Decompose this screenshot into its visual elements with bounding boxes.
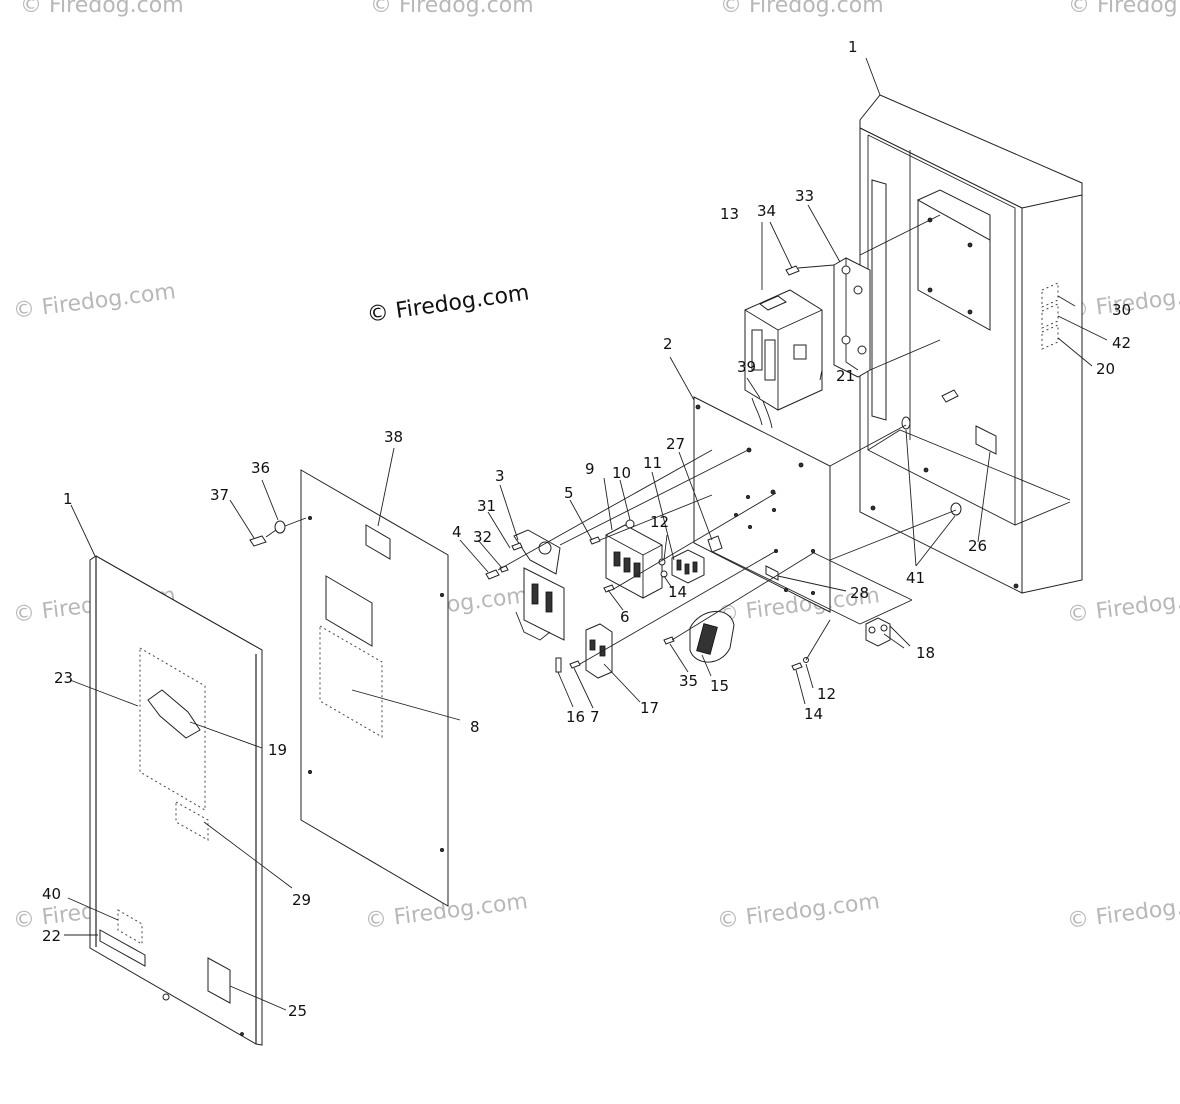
callout-2: 2 bbox=[663, 335, 673, 353]
label-22-plate bbox=[99, 929, 146, 967]
label-42-outline bbox=[1041, 303, 1059, 329]
callout-6: 6 bbox=[620, 608, 630, 626]
lug-assembly-18 bbox=[791, 617, 891, 671]
watermark-main: © Firedog.com bbox=[365, 280, 531, 328]
callout-33: 33 bbox=[795, 187, 814, 205]
controller-board-9 bbox=[589, 519, 663, 599]
screw-35 bbox=[663, 636, 675, 645]
callout-31: 31 bbox=[477, 497, 496, 515]
callout-18: 18 bbox=[916, 644, 935, 662]
watermark-text: © Firedog.com bbox=[716, 889, 881, 934]
terminal-block-11 bbox=[658, 535, 723, 584]
label-30-outline bbox=[1041, 282, 1059, 308]
callout-14-bottom: 14 bbox=[804, 705, 823, 723]
callout-25: 25 bbox=[288, 1002, 307, 1020]
callout-9: 9 bbox=[585, 460, 595, 478]
screw-4 bbox=[485, 569, 500, 580]
door-cutout-outline bbox=[139, 647, 206, 811]
callout-14-top: 14 bbox=[668, 583, 687, 601]
screw-31 bbox=[511, 542, 523, 551]
enclosure-box bbox=[859, 94, 1083, 594]
callout-28: 28 bbox=[850, 584, 869, 602]
callout-1-door: 1 bbox=[63, 490, 73, 508]
callout-12-bottom: 12 bbox=[817, 685, 836, 703]
screw-14 bbox=[791, 662, 803, 671]
callout-19: 19 bbox=[268, 741, 287, 759]
label-26-plate bbox=[975, 425, 997, 455]
callout-21: 21 bbox=[836, 367, 855, 385]
relay-assembly-3 bbox=[485, 529, 565, 641]
label-29-outline bbox=[175, 801, 209, 841]
watermark-text: © Firedog.com bbox=[20, 0, 184, 18]
part-27 bbox=[707, 535, 723, 553]
watermark-text: © Firedog.com bbox=[1066, 583, 1180, 628]
callout-32: 32 bbox=[473, 528, 492, 546]
cover-window bbox=[325, 575, 373, 647]
screw-7 bbox=[569, 660, 581, 669]
mounting-plate bbox=[693, 396, 831, 613]
callout-36: 36 bbox=[251, 459, 270, 477]
watermark-text: © Firedog.com bbox=[12, 279, 177, 324]
callout-10: 10 bbox=[612, 464, 631, 482]
switch-15 bbox=[663, 610, 735, 663]
breaker-bracket bbox=[785, 257, 871, 378]
callout-35: 35 bbox=[679, 672, 698, 690]
watermark-text: © Firedog.com bbox=[720, 0, 884, 18]
watermark-text: © Firedog.com bbox=[370, 0, 534, 18]
callout-3: 3 bbox=[495, 467, 505, 485]
callout-37: 37 bbox=[210, 486, 229, 504]
callout-42: 42 bbox=[1112, 334, 1131, 352]
fuse-16 bbox=[555, 657, 562, 673]
callout-11: 11 bbox=[643, 454, 662, 472]
callout-30: 30 bbox=[1112, 301, 1131, 319]
screw-37 bbox=[249, 535, 267, 547]
callout-22: 22 bbox=[42, 927, 61, 945]
callout-16: 16 bbox=[566, 708, 585, 726]
leader-lines bbox=[64, 57, 1108, 1011]
door-handle bbox=[147, 689, 201, 739]
callout-26: 26 bbox=[968, 537, 987, 555]
callout-17: 17 bbox=[640, 699, 659, 717]
door-latch bbox=[162, 993, 170, 1001]
assembly-lines bbox=[265, 214, 957, 665]
inner-cover-panel bbox=[249, 469, 449, 907]
callout-15: 15 bbox=[710, 677, 729, 695]
callout-5: 5 bbox=[564, 484, 574, 502]
callout-38: 38 bbox=[384, 428, 403, 446]
callout-23: 23 bbox=[54, 669, 73, 687]
callout-12-top: 12 bbox=[650, 513, 669, 531]
washer-36 bbox=[274, 520, 286, 534]
watermark-text: © Firedog.com bbox=[1066, 889, 1180, 934]
circuit-breaker bbox=[744, 289, 823, 411]
screw-5 bbox=[589, 536, 601, 545]
cover-cutout-outline bbox=[319, 625, 383, 738]
callout-29: 29 bbox=[292, 891, 311, 909]
callout-27: 27 bbox=[666, 435, 685, 453]
front-door-panel bbox=[89, 555, 263, 1046]
callout-13: 13 bbox=[720, 205, 739, 223]
callout-4: 4 bbox=[452, 523, 462, 541]
callout-34: 34 bbox=[757, 202, 776, 220]
callout-40: 40 bbox=[42, 885, 61, 903]
label-38-plate bbox=[365, 524, 391, 560]
screw-34 bbox=[785, 265, 800, 276]
label-25-plate bbox=[207, 957, 231, 1004]
watermark-text: © Firedog.com bbox=[1068, 0, 1180, 18]
callout-41: 41 bbox=[906, 569, 925, 587]
callout-numbers: 1 1 2 3 4 5 6 7 8 9 10 11 12 12 13 14 14… bbox=[42, 38, 1131, 1020]
callout-8: 8 bbox=[470, 718, 480, 736]
callout-7: 7 bbox=[590, 708, 600, 726]
callout-1-enclosure: 1 bbox=[848, 38, 858, 56]
label-20-outline bbox=[1041, 324, 1059, 350]
callout-39: 39 bbox=[737, 358, 756, 376]
callout-20: 20 bbox=[1096, 360, 1115, 378]
